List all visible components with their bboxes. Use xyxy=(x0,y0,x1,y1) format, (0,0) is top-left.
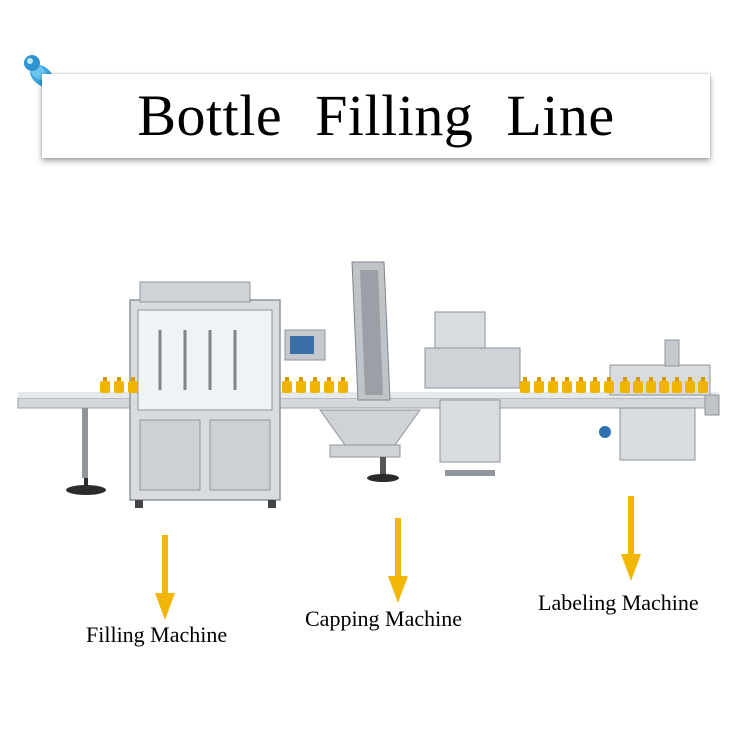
page-title: Bottle Filling Line xyxy=(137,83,615,148)
bottle xyxy=(310,381,320,393)
bottle-cap xyxy=(607,377,611,381)
bottle-cap xyxy=(327,377,331,381)
bottle-cap xyxy=(649,377,653,381)
bottle xyxy=(548,381,558,393)
bottle xyxy=(128,381,138,393)
title-banner: Bottle Filling Line xyxy=(42,74,710,158)
bottle xyxy=(114,381,124,393)
bottle-cap xyxy=(523,377,527,381)
bottle-cap xyxy=(662,377,666,381)
bottles xyxy=(100,377,708,393)
bottle-cap xyxy=(675,377,679,381)
bottle xyxy=(100,381,110,393)
down-arrow-icon xyxy=(388,518,408,603)
bottle-cap xyxy=(131,377,135,381)
bottle xyxy=(324,381,334,393)
bottle-cap xyxy=(341,377,345,381)
bottle-cap xyxy=(565,377,569,381)
bottle xyxy=(698,381,708,393)
bottle-cap xyxy=(285,377,289,381)
bottle xyxy=(282,381,292,393)
bottle-cap xyxy=(688,377,692,381)
bottle-filling-line-illustration xyxy=(17,261,720,508)
bottle-cap xyxy=(551,377,555,381)
bottle xyxy=(659,381,669,393)
bottle xyxy=(604,381,614,393)
bottle-cap xyxy=(636,377,640,381)
bottle xyxy=(296,381,306,393)
bottle-cap xyxy=(103,377,107,381)
down-arrow-icon xyxy=(621,496,641,581)
bottle xyxy=(590,381,600,393)
labeling-machine-label: Labeling Machine xyxy=(538,590,699,615)
bottle xyxy=(562,381,572,393)
filling-machine xyxy=(129,281,326,508)
bottle-cap xyxy=(623,377,627,381)
bottle xyxy=(646,381,656,393)
bottle-cap xyxy=(313,377,317,381)
filling-machine-label: Filling Machine xyxy=(86,622,228,647)
bottle xyxy=(672,381,682,393)
bottle xyxy=(620,381,630,393)
bottle xyxy=(685,381,695,393)
bottle-cap xyxy=(701,377,705,381)
bottle-cap xyxy=(117,377,121,381)
bottle xyxy=(633,381,643,393)
bottle-cap xyxy=(579,377,583,381)
capping-machine-label: Capping Machine xyxy=(305,606,463,631)
bottle xyxy=(338,381,348,393)
bottle xyxy=(520,381,530,393)
bottle-cap xyxy=(537,377,541,381)
bottle xyxy=(576,381,586,393)
bottle-cap xyxy=(593,377,597,381)
bottle-cap xyxy=(299,377,303,381)
down-arrow-icon xyxy=(155,535,175,620)
capping-machine xyxy=(319,261,521,482)
bottle xyxy=(534,381,544,393)
